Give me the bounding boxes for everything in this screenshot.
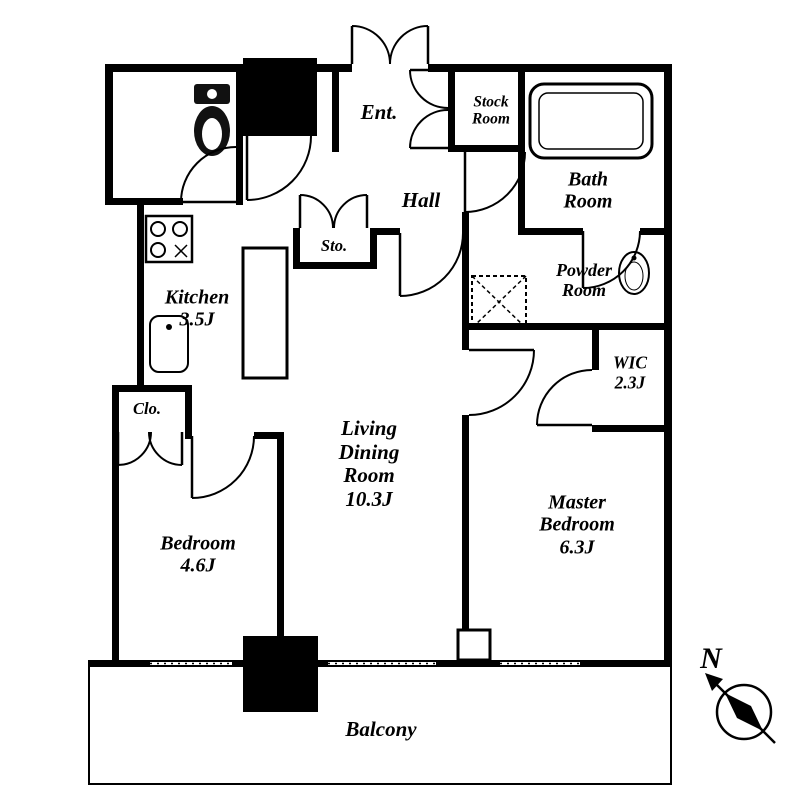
toilet-icon: [194, 84, 230, 156]
pillar-shaft: [243, 58, 317, 136]
closet-doors: [116, 431, 184, 466]
wall-segment: [640, 228, 672, 235]
wall-segment: [112, 432, 118, 439]
shoe-cabinet-doors: [409, 68, 449, 150]
wall-segment: [293, 228, 300, 269]
wall-segment: [185, 385, 192, 439]
kitchen-label: Kitchen 3.5J: [164, 286, 230, 331]
wall-segment: [448, 145, 525, 152]
wall-segment: [462, 323, 672, 330]
toilet-door: [180, 146, 237, 204]
bath-room-label: Bath Room: [563, 168, 613, 213]
window: [500, 660, 580, 667]
bedroom-label: Bedroom 4.6J: [160, 532, 236, 577]
windows: [150, 660, 580, 667]
entrance-door: [350, 25, 430, 65]
wall-segment: [462, 212, 469, 350]
bath-room-door: [581, 230, 641, 289]
washer-pan-icon: [471, 275, 527, 329]
kitchen-sink-icon: [149, 315, 189, 373]
wall-segment: [428, 64, 672, 72]
hall-label: Hall: [401, 188, 441, 213]
storage-label: Sto.: [320, 235, 348, 255]
storage-doors: [298, 194, 369, 229]
wall-segment: [448, 64, 455, 152]
stock-room-label: Stock Room: [472, 93, 510, 128]
door-arcs: [116, 25, 641, 499]
wall-segment: [332, 64, 339, 152]
closet-label: Clo.: [133, 398, 161, 418]
wall-segment: [592, 425, 672, 432]
wall-segment: [664, 64, 672, 667]
stove-icon: [144, 214, 194, 264]
wall-segment: [112, 385, 190, 392]
window: [328, 660, 436, 667]
master-bedroom-label: Master Bedroom 6.3J: [539, 491, 615, 559]
wall-segment: [105, 64, 113, 205]
kitchen-counter: [241, 246, 289, 380]
wic-label: WIC 2.3J: [612, 352, 648, 392]
wall-segment: [293, 262, 377, 269]
wall-segment: [105, 64, 352, 72]
compass-north-label: N: [700, 642, 722, 676]
pillar-column: [243, 636, 318, 712]
wall-segment: [462, 145, 469, 152]
wall-segment: [518, 228, 583, 235]
wall-segment: [370, 228, 377, 269]
wall-segment: [112, 385, 119, 667]
bedroom-door: [190, 435, 255, 499]
balcony-edge: [88, 660, 672, 785]
balcony-rail: [88, 660, 90, 785]
powder-room-door: [463, 151, 526, 213]
balcony-label: Balcony: [345, 717, 417, 742]
fixtures: [144, 82, 654, 662]
wic-door: [536, 369, 593, 427]
powder-room-label: Powder Room: [556, 259, 612, 300]
window: [150, 660, 232, 667]
living-room-door: [398, 232, 464, 297]
balcony-rail: [88, 783, 672, 785]
kitchen-door: [245, 135, 312, 201]
entrance-label: Ent.: [360, 100, 398, 125]
wall-segment: [277, 432, 284, 667]
wall-segment: [254, 432, 284, 439]
wall-segment: [518, 64, 525, 228]
master-bedroom-door: [468, 348, 535, 416]
bathtub-icon: [528, 82, 654, 160]
walls: [88, 58, 672, 712]
balcony-rail: [670, 660, 672, 785]
column-box: [456, 628, 492, 662]
compass-icon: [705, 673, 776, 744]
wall-segment: [236, 64, 243, 205]
wall-segment: [377, 228, 400, 235]
living-dining-label: Living Dining Room 10.3J: [338, 415, 400, 511]
wall-segment: [592, 323, 599, 370]
wall-segment: [462, 415, 469, 667]
wall-segment: [137, 198, 144, 392]
